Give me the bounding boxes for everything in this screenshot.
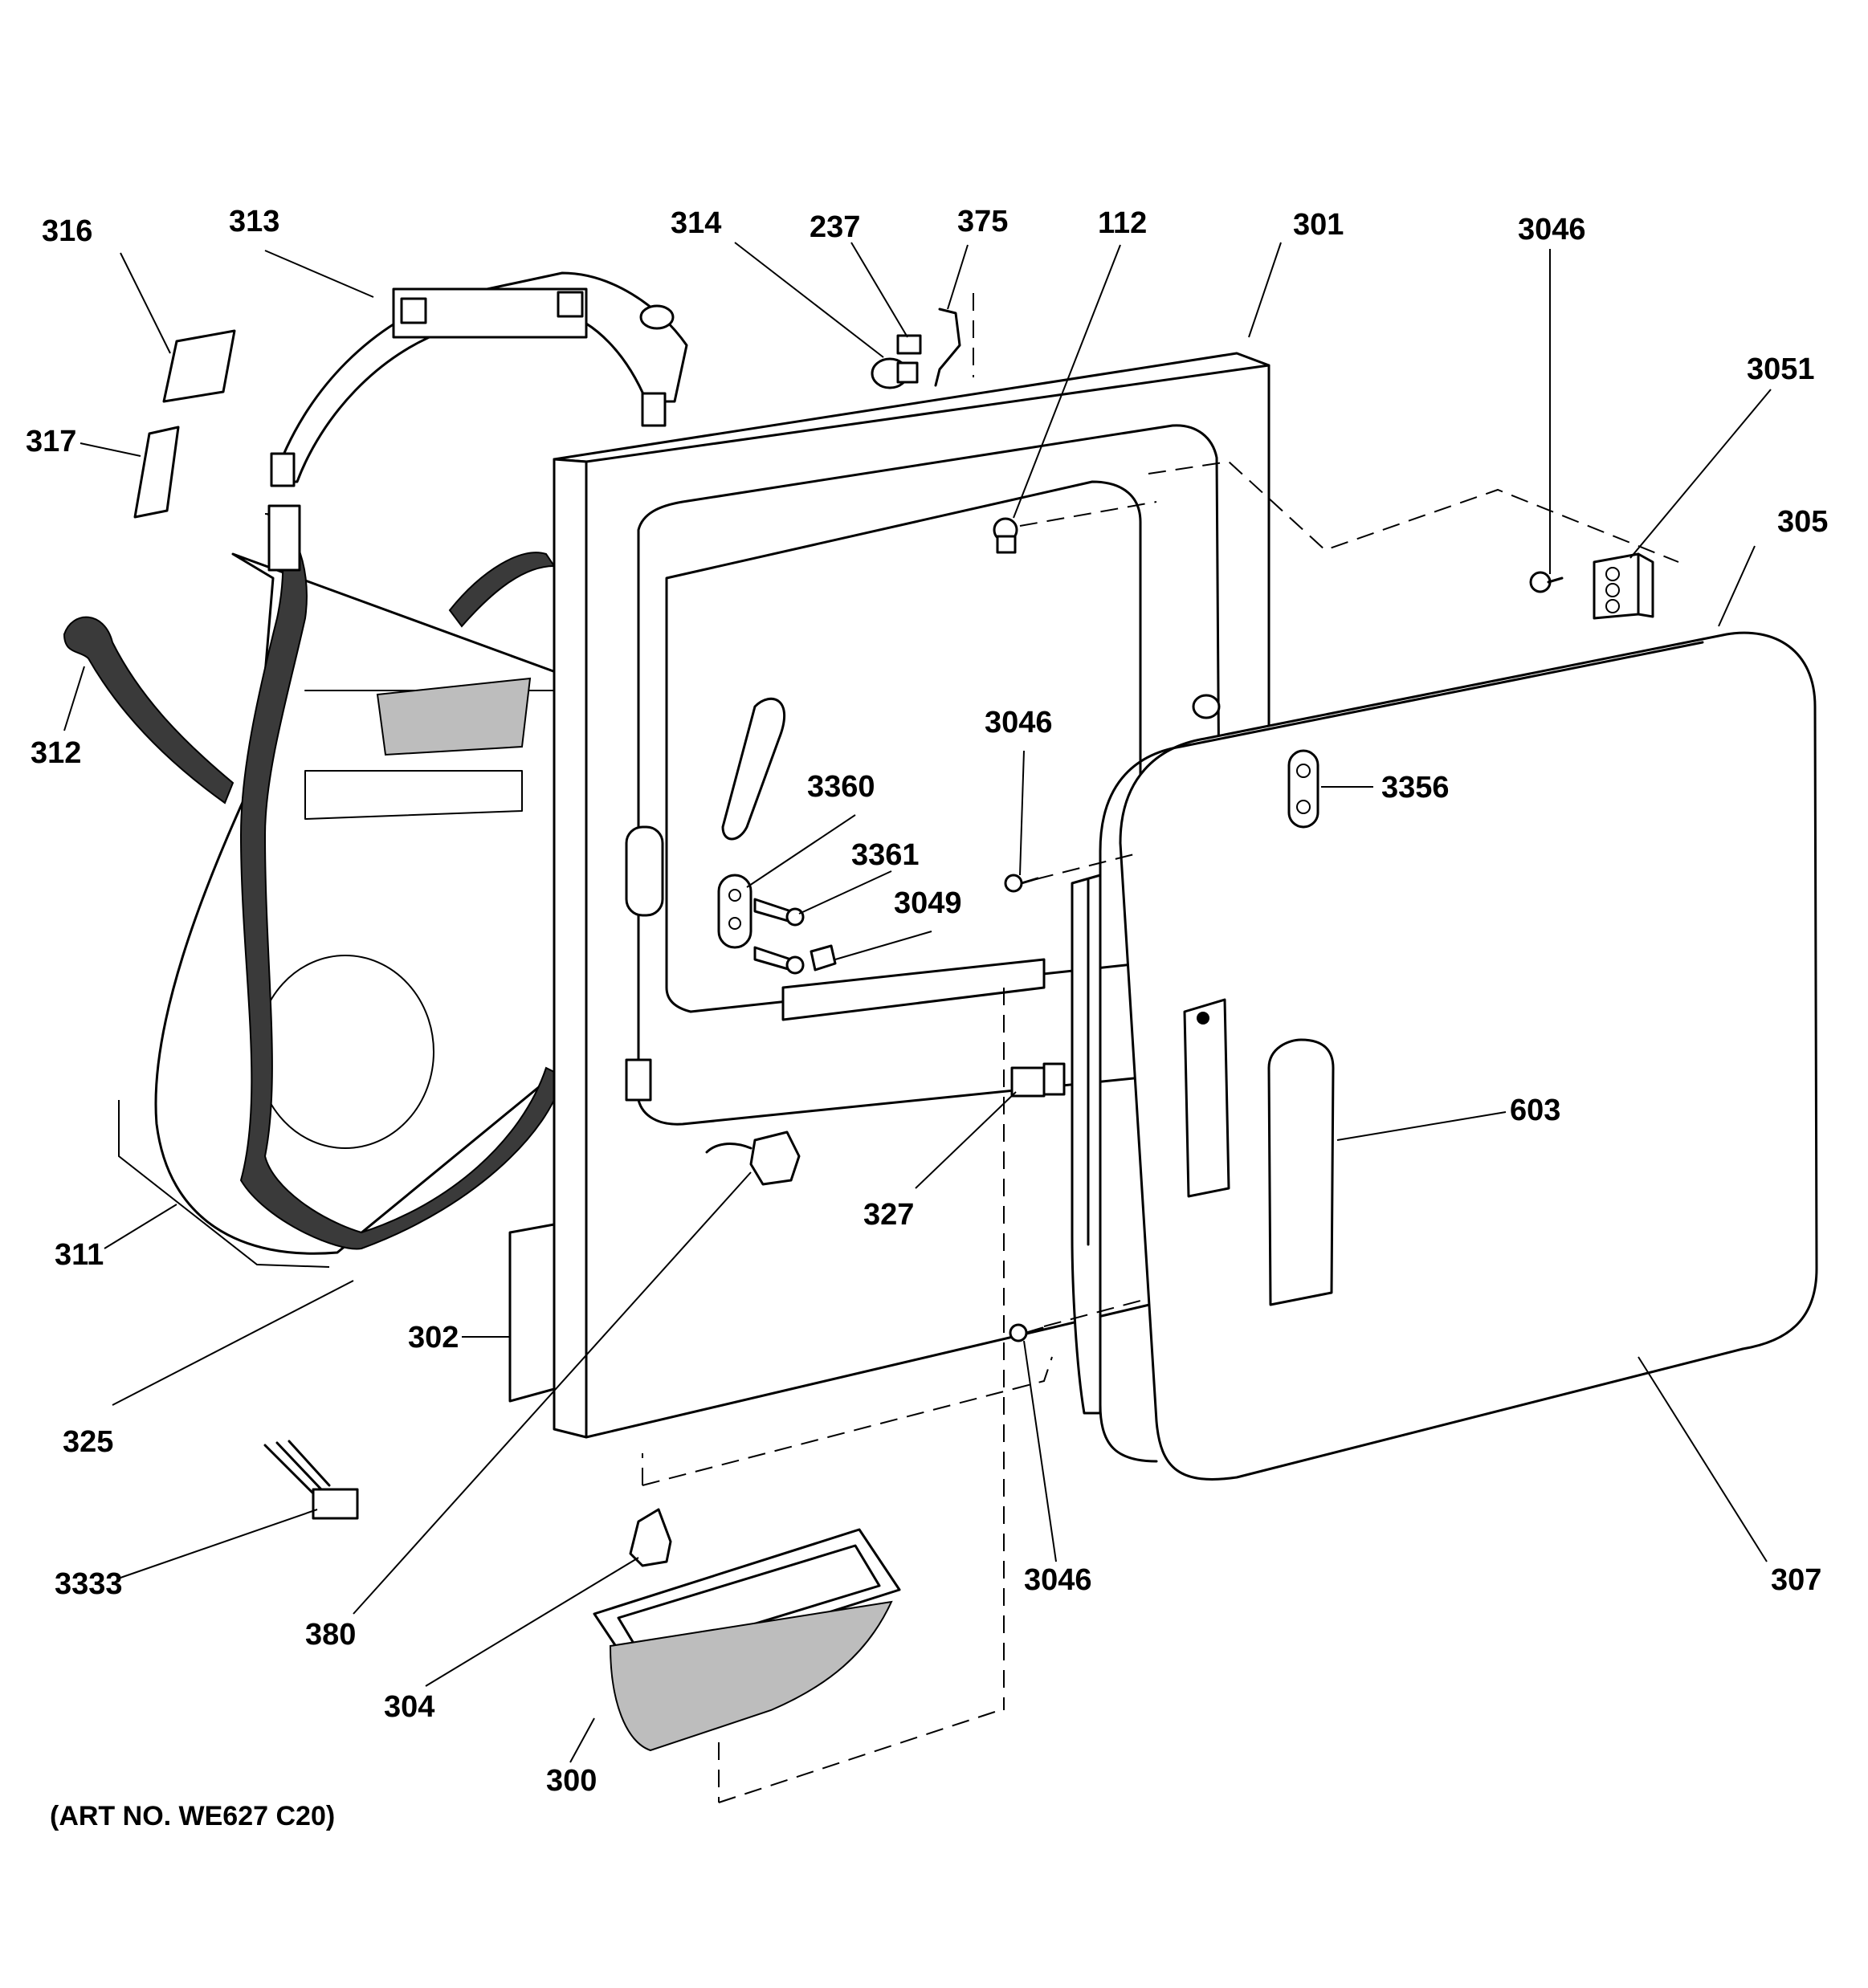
label-112: 112 — [1098, 206, 1147, 240]
part-312-felt-seal — [63, 616, 235, 805]
label-305: 305 — [1777, 505, 1828, 539]
label-325: 325 — [63, 1425, 113, 1459]
label-311: 311 — [55, 1238, 104, 1272]
part-3333-wire-harness — [263, 1440, 359, 1520]
label-3046-lower: 3046 — [1024, 1563, 1092, 1597]
label-307: 307 — [1771, 1563, 1821, 1597]
label-3360: 3360 — [807, 770, 875, 804]
part-3049-clip — [810, 944, 837, 972]
part-302-panel-label — [508, 1223, 556, 1403]
leader-lines — [63, 242, 1772, 1763]
part-door-handle-recess — [1183, 998, 1230, 1198]
label-3333: 3333 — [55, 1567, 123, 1601]
part-112-screw — [993, 517, 1018, 554]
part-labels: 316 313 317 312 311 325 302 3333 380 304… — [26, 205, 1828, 1831]
label-300: 300 — [546, 1764, 597, 1798]
label-3046-middle: 3046 — [985, 706, 1053, 739]
part-3356-strike — [1287, 749, 1319, 829]
part-380-door-switch — [705, 1130, 801, 1186]
label-380: 380 — [305, 1618, 356, 1652]
part-3046-top-screw — [1529, 571, 1564, 593]
part-300-lint-filter — [593, 1528, 901, 1752]
label-3051: 3051 — [1747, 352, 1815, 386]
part-3361-screws — [753, 898, 805, 975]
label-316: 316 — [42, 214, 92, 248]
label-3361: 3361 — [851, 838, 920, 872]
panel-strike-ring — [1192, 694, 1221, 719]
art-number-caption: (ART NO. WE627 C20) — [50, 1801, 335, 1831]
part-3046-lower-screw — [1009, 1323, 1044, 1342]
label-3356: 3356 — [1381, 771, 1450, 805]
part-3046-middle-screw — [1004, 874, 1039, 893]
dashed-alignment-lines — [642, 293, 1679, 1803]
label-3046-top: 3046 — [1518, 213, 1586, 246]
label-3049: 3049 — [894, 886, 962, 920]
label-301: 301 — [1293, 208, 1344, 242]
part-314-lamp — [871, 357, 919, 389]
label-302: 302 — [408, 1321, 459, 1355]
label-304: 304 — [384, 1690, 434, 1724]
part-375-wire-harness — [934, 308, 961, 387]
part-311-outline-bracket — [118, 1100, 330, 1268]
label-312: 312 — [31, 736, 81, 770]
label-237: 237 — [810, 210, 860, 244]
part-307-door-inner — [1071, 874, 1102, 1415]
part-603-door-handle — [1267, 1038, 1335, 1306]
part-313-upper-bracket — [270, 271, 688, 487]
label-314: 314 — [671, 206, 721, 240]
part-327-switch — [1010, 1062, 1066, 1098]
part-317-strip — [133, 426, 180, 519]
label-375: 375 — [957, 205, 1008, 238]
label-317: 317 — [26, 425, 76, 458]
label-313: 313 — [229, 205, 279, 238]
part-304-bumper — [629, 1508, 672, 1567]
part-3360-catch — [717, 874, 753, 949]
part-3051-hinge — [1593, 552, 1654, 620]
label-603: 603 — [1510, 1094, 1560, 1127]
label-327: 327 — [863, 1198, 914, 1232]
part-316-strip — [162, 329, 236, 403]
part-237-socket — [896, 334, 922, 355]
